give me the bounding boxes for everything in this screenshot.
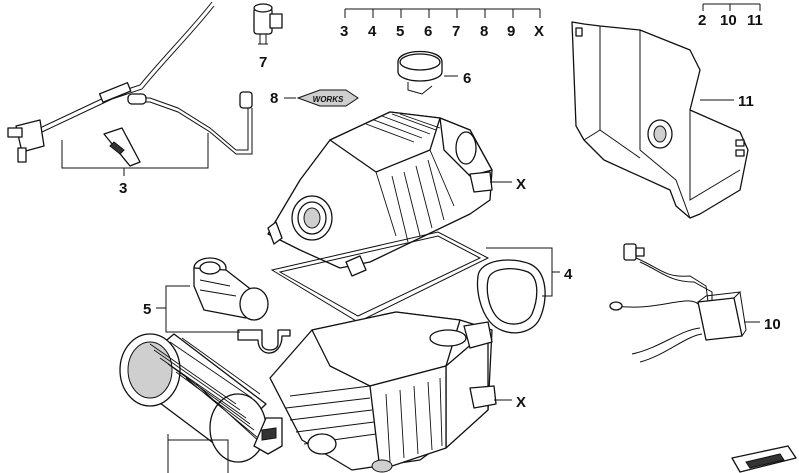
part-5-intake-tube: 5 [143, 257, 291, 354]
callout-5: 5 [143, 301, 151, 318]
callout-8: 8 [270, 90, 278, 107]
part-3-vent-tube: 3 [7, 1, 253, 197]
top-callout-row: 3 4 5 6 7 8 9 X [340, 8, 544, 40]
callout-11: 11 [738, 93, 754, 110]
part-6-cap: 6 [397, 50, 471, 95]
lower-airbox: X [269, 311, 526, 473]
part-7-valve: 7 [253, 3, 283, 71]
top-callout-4: 4 [368, 23, 377, 40]
top-callout-8: 8 [480, 23, 488, 40]
callout-3: 3 [119, 180, 127, 197]
top-callout-9: 9 [507, 23, 515, 40]
top-right-callout-row: 2 10 11 [698, 3, 763, 29]
top-callout-3: 3 [340, 23, 348, 40]
part-11-heat-shield: 11 [571, 21, 754, 219]
top-right-callout-11: 11 [747, 12, 763, 29]
callout-10: 10 [764, 316, 781, 333]
top-callout-6: 6 [424, 23, 432, 40]
callout-6: 6 [463, 70, 471, 87]
part-8-badge: 8 WORKS [270, 89, 359, 107]
top-right-callout-10: 10 [720, 12, 737, 29]
callout-x-bottom: X [516, 394, 526, 411]
top-callout-7: 7 [452, 23, 460, 40]
top-callout-5: 5 [396, 23, 404, 40]
callout-x-top: X [516, 176, 526, 193]
upper-airbox-housing: X [267, 111, 526, 277]
part-10-wiring-harness: 10 [609, 243, 781, 363]
top-right-callout-2: 2 [698, 12, 706, 29]
part-4-gaskets: 4 [270, 231, 573, 334]
callout-7: 7 [259, 54, 267, 71]
works-badge-text: WORKS [313, 95, 344, 104]
callout-4: 4 [564, 266, 573, 283]
top-callout-x: X [534, 23, 544, 40]
round-air-filter [119, 333, 267, 473]
bottom-right-arrow-icon [731, 445, 797, 473]
small-bracket [253, 417, 283, 455]
